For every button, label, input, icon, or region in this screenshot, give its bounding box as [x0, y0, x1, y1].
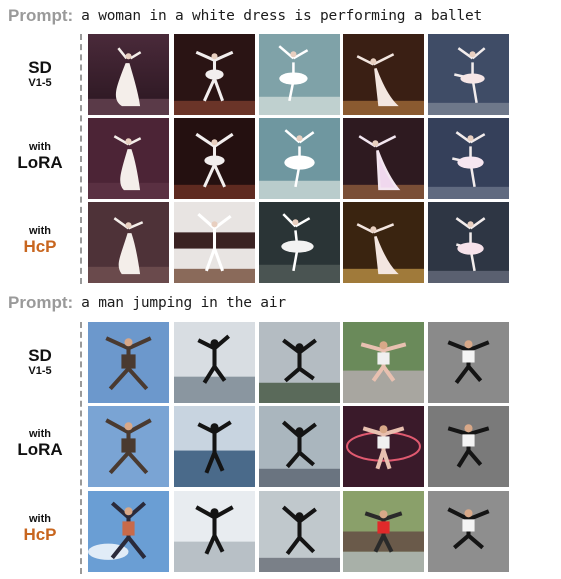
ballerina-photo — [343, 34, 424, 115]
s1-row2-label: with LoRA — [8, 141, 72, 172]
ballerina-photo — [174, 118, 255, 199]
s2-row3-label-top: with — [29, 513, 51, 525]
jumping-man-photo — [259, 322, 340, 403]
s1-row3-label-bottom: HcP — [23, 237, 57, 257]
s1-row2-label-bottom: LoRA — [17, 153, 63, 173]
s2-row3-label: with HcP — [8, 513, 72, 544]
s1-row3-label: with HcP — [8, 225, 72, 256]
ballerina-photo — [88, 34, 169, 115]
ballerina-photo — [174, 34, 255, 115]
jumping-man-photo — [259, 491, 340, 572]
s2-row2-label-bottom: LoRA — [17, 440, 63, 460]
ballerina-photo — [88, 202, 169, 283]
prompt-1: Prompt: a woman in a white dress is perf… — [8, 3, 482, 29]
prompt-2-text: a man jumping in the air — [81, 295, 286, 311]
jumping-man-photo — [428, 322, 509, 403]
jumping-man-photo — [259, 406, 340, 487]
s1-dashed-divider — [80, 34, 82, 284]
prompt-2: Prompt: a man jumping in the air — [8, 290, 286, 316]
s1-row1-label: SD V1-5 — [8, 58, 72, 89]
ballerina-photo — [174, 202, 255, 283]
ballerina-photo — [259, 118, 340, 199]
jumping-man-photo — [428, 406, 509, 487]
jumping-man-photo — [174, 491, 255, 572]
s2-row3-label-bottom: HcP — [23, 525, 57, 545]
s1-row1-label-bottom: V1-5 — [28, 77, 52, 90]
s2-row2-label-top: with — [29, 428, 51, 440]
ballerina-photo — [343, 118, 424, 199]
s2-row1-label-top: SD — [28, 346, 52, 365]
jumping-man-photo — [343, 406, 424, 487]
ballerina-photo — [259, 202, 340, 283]
prompt-1-text: a woman in a white dress is performing a… — [81, 8, 483, 24]
s1-row3-label-top: with — [29, 225, 51, 237]
jumping-man-photo — [88, 322, 169, 403]
ballerina-photo — [259, 34, 340, 115]
jumping-man-photo — [343, 491, 424, 572]
jumping-man-photo — [174, 322, 255, 403]
prompt-2-label: Prompt: — [8, 293, 74, 312]
s1-row1-label-top: SD — [28, 58, 52, 77]
s2-row1-label-bottom: V1-5 — [28, 365, 52, 378]
prompt-1-label: Prompt: — [8, 6, 74, 25]
jumping-man-photo — [174, 406, 255, 487]
s2-row2-label: with LoRA — [8, 428, 72, 459]
jumping-man-photo — [88, 406, 169, 487]
jumping-man-photo — [428, 491, 509, 572]
ballerina-photo — [428, 202, 509, 283]
jumping-man-photo — [88, 491, 169, 572]
ballerina-photo — [88, 118, 169, 199]
ballerina-photo — [428, 118, 509, 199]
s1-row2-label-top: with — [29, 141, 51, 153]
s2-row1-label: SD V1-5 — [8, 346, 72, 377]
ballerina-photo — [343, 202, 424, 283]
s2-dashed-divider — [80, 322, 82, 574]
jumping-man-photo — [343, 322, 424, 403]
ballerina-photo — [428, 34, 509, 115]
